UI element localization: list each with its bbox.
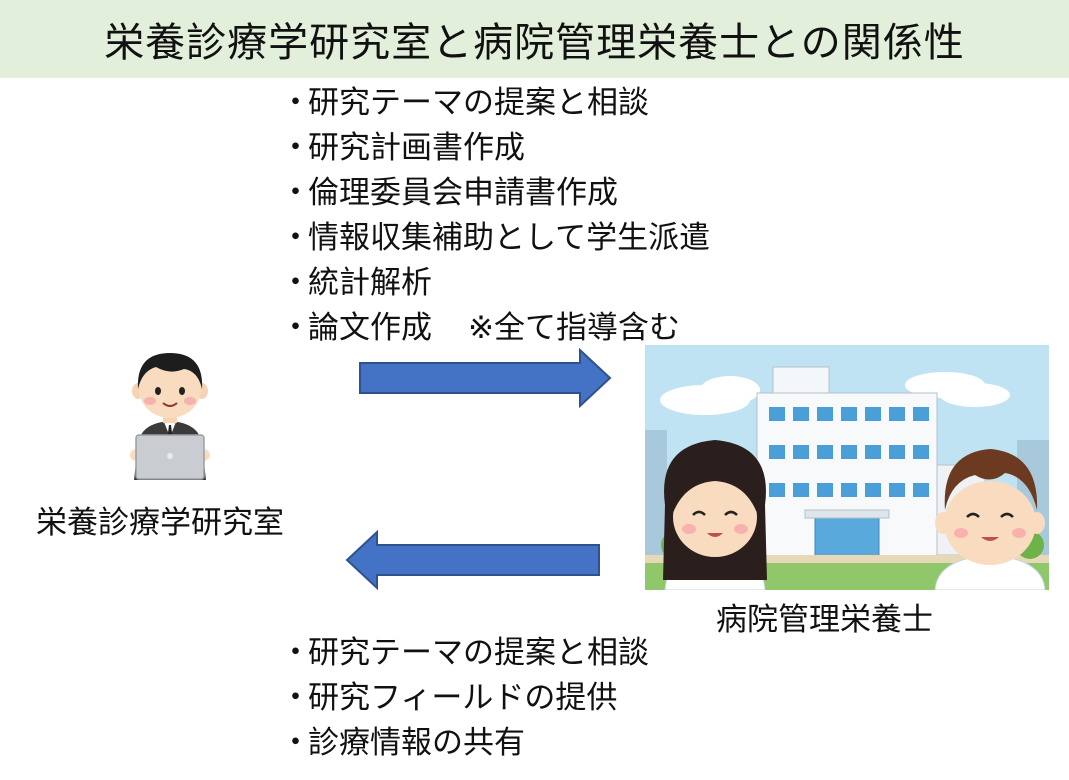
page-title: 栄養診療学研究室と病院管理栄養士との関係性 [104,20,965,66]
list-item: ・倫理委員会申請書作成 [280,171,710,216]
list-item: ・診療情報の共有 [280,721,649,766]
lab-label: 栄養診療学研究室 [36,505,284,541]
bullet: ・ [280,175,311,211]
list-item-text: 情報収集補助として学生派遣 [308,220,711,256]
list-item: ・情報収集補助として学生派遣 [280,216,710,261]
bullet: ・ [280,130,311,166]
list-item-text: 統計解析 [308,265,432,301]
dietitian-label: 病院管理栄養士 [716,602,933,638]
arrow-right-shape [359,347,612,409]
list-item: ・研究テーマの提案と相談 [280,631,649,676]
list-item: ・研究テーマの提案と相談 [280,81,710,126]
list-item: ・研究計画書作成 [280,126,710,171]
hospital-contributions-list: ・研究テーマの提案と相談 ・研究フィールドの提供 ・診療情報の共有 [280,631,649,766]
bullet: ・ [280,725,311,761]
list-item-text: 研究フィールドの提供 [308,680,618,716]
list-item-text: 診療情報の共有 [308,725,525,761]
list-item-text: 研究テーマの提案と相談 [308,635,649,671]
list-item: ・統計解析 [280,261,710,306]
list-item-text: 論文作成 [308,310,432,346]
hospital-with-dietitians-icon [645,345,1049,590]
arrow-left-icon [345,529,600,591]
bullet: ・ [280,265,311,301]
title-bar: 栄養診療学研究室と病院管理栄養士との関係性 [0,0,1069,78]
bullet: ・ [280,85,311,121]
bullet: ・ [280,310,311,346]
bullet: ・ [280,635,311,671]
list-item: ・論文作成 ※全て指導含む [280,306,710,351]
guidance-note: ※全て指導含む [468,310,680,346]
bullet: ・ [280,220,311,256]
list-item-text: 研究計画書作成 [308,130,525,166]
list-item-text: 研究テーマの提案と相談 [308,85,649,121]
lab-contributions-list: ・研究テーマの提案と相談 ・研究計画書作成 ・倫理委員会申請書作成 ・情報収集補… [280,81,710,351]
list-item-text: 倫理委員会申請書作成 [308,175,618,211]
list-item: ・研究フィールドの提供 [280,676,649,721]
bullet: ・ [280,680,311,716]
arrow-right-icon [359,347,612,409]
arrow-left-shape [345,529,600,591]
researcher-with-laptop-icon [130,353,210,480]
